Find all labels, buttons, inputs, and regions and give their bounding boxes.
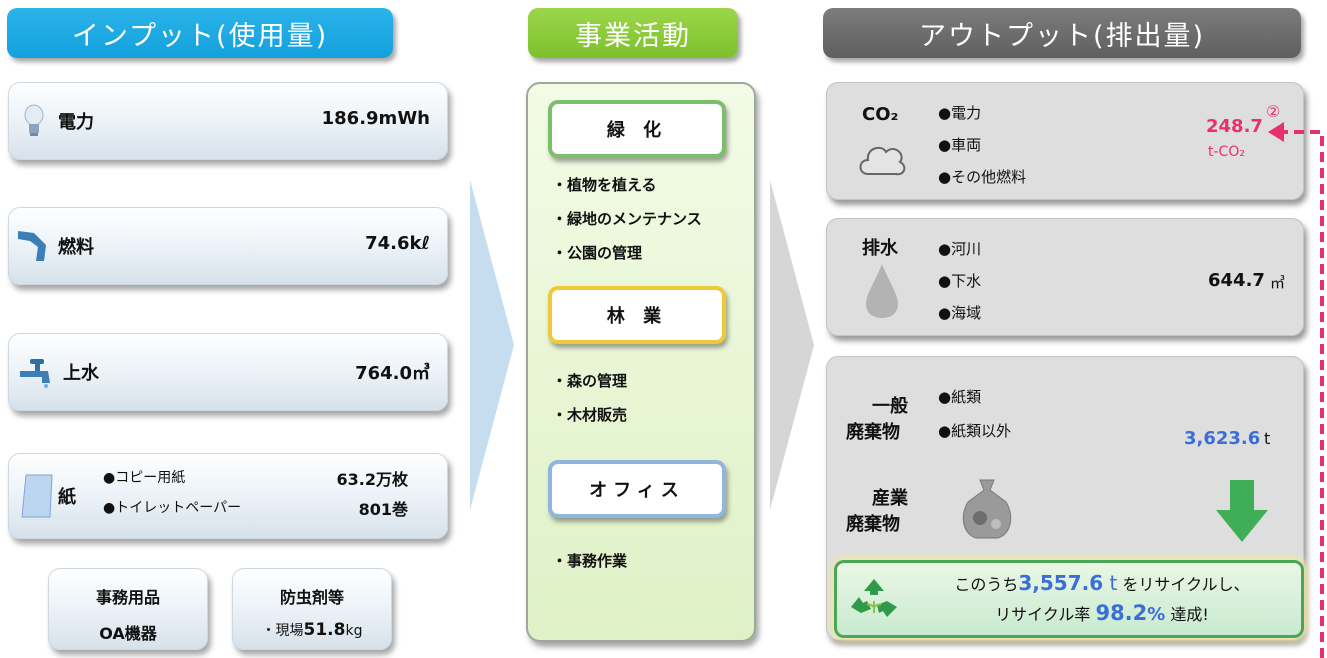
output-co2-card: CO₂ ●電力 ●車両 ●その他燃料 248.7 ② t-CO₂: [826, 82, 1304, 200]
office-supplies-line2: OA機器: [99, 624, 157, 643]
input-paper-card: 紙 ●コピー用紙 63.2万枚 ●トイレットペーパー 801巻: [8, 453, 448, 539]
water-value: 764.0㎥: [355, 363, 430, 384]
toilet-paper-label: ●トイレットペーパー: [103, 500, 242, 516]
co2-item-1: ●電力: [938, 104, 982, 122]
recycle-rate-unit: %: [1147, 604, 1166, 625]
input-header: インプット(使用量): [7, 8, 393, 58]
paper-label: 紙: [58, 487, 76, 508]
copy-paper-label: ●コピー用紙: [103, 470, 186, 486]
forestry-box: 林 業: [548, 286, 726, 344]
industrial-waste-label-2: 廃棄物: [846, 514, 900, 535]
forestry-item-2: ・木材販売: [552, 406, 628, 424]
wastewater-item-3: ●海域: [938, 304, 982, 322]
co2-item-2: ●車両: [938, 136, 982, 154]
insecticide-detail-prefix: ・現場: [261, 623, 304, 639]
greening-item-3: ・公園の管理: [552, 244, 643, 262]
co2-label: CO₂: [862, 104, 899, 125]
electricity-label: 電力: [58, 112, 94, 133]
business-panel: [526, 82, 756, 642]
water-drop-icon: [866, 264, 898, 318]
general-waste-label-2: 廃棄物: [846, 422, 900, 443]
co2-value: 248.7: [1206, 116, 1263, 137]
paper-icon: [21, 474, 53, 518]
garbage-bag-icon: [962, 479, 1012, 539]
office-supplies-line1: 事務用品: [95, 588, 160, 607]
recycle-rate: 98.2: [1095, 601, 1148, 625]
greening-box: 緑 化: [548, 100, 726, 158]
general-waste-label-1: 一般: [872, 396, 908, 417]
input-water-card: 上水 764.0㎥: [8, 333, 448, 411]
recycle-line1: このうち3,557.6 t をリサイクルし、: [907, 571, 1297, 595]
recycle-banner: このうち3,557.6 t をリサイクルし、 リサイクル率 98.2% 達成!: [834, 560, 1304, 638]
recycle-line1-prefix: このうち: [954, 575, 1019, 594]
general-waste-item-2: ●紙類以外: [938, 422, 1012, 440]
wastewater-unit: ㎥: [1270, 274, 1286, 292]
water-label: 上水: [63, 363, 99, 384]
faucet-icon: [20, 359, 50, 388]
cloud-icon: [859, 146, 906, 176]
insecticide-detail-value: 51.8: [303, 620, 346, 640]
general-waste-item-1: ●紙類: [938, 388, 982, 406]
forestry-item-1: ・森の管理: [552, 372, 628, 390]
insecticide-detail-unit: kg: [345, 623, 363, 639]
recycle-line2-suffix: 達成!: [1165, 605, 1209, 624]
input-electricity-card: 電力 186.9mWh: [8, 82, 448, 160]
flow-arrow-output: [770, 180, 814, 510]
office-item-1: ・事務作業: [552, 552, 628, 570]
recycle-line1-suffix: をリサイクルし、: [1117, 575, 1250, 594]
co2-item-3: ●その他燃料: [938, 168, 1027, 186]
output-wastewater-card: 排水 ●河川 ●下水 ●海域 644.7 ㎥: [826, 218, 1304, 336]
copy-paper-value: 63.2万枚: [336, 470, 408, 489]
recycle-line2: リサイクル率 98.2% 達成!: [907, 601, 1297, 625]
recycle-amount-unit: t: [1103, 571, 1118, 595]
fuel-nozzle-icon: [18, 231, 46, 261]
output-header: アウトプット(排出量): [823, 8, 1301, 58]
wastewater-label: 排水: [862, 238, 898, 259]
office-supplies-card: 事務用品 OA機器: [48, 568, 208, 650]
fuel-label: 燃料: [58, 237, 94, 258]
wastewater-value: 644.7: [1208, 270, 1265, 291]
down-arrow-icon: [1216, 480, 1268, 542]
flow-arrow-input: [470, 180, 514, 510]
electricity-value: 186.9mWh: [321, 108, 430, 129]
waste-unit: t: [1264, 429, 1271, 448]
business-header: 事業活動: [528, 8, 738, 58]
waste-value: 3,623.6: [1184, 428, 1261, 449]
office-box: オフィス: [548, 460, 726, 518]
greening-item-1: ・植物を植える: [552, 176, 657, 194]
input-fuel-card: 燃料 74.6kℓ: [8, 207, 448, 285]
greening-item-2: ・緑地のメンテナンス: [552, 210, 702, 228]
toilet-paper-value: 801巻: [358, 500, 408, 519]
insecticide-card: 防虫剤等 ・現場51.8kg: [232, 568, 392, 650]
fuel-value: 74.6kℓ: [365, 233, 430, 254]
wastewater-item-2: ●下水: [938, 272, 982, 290]
insecticide-detail: ・現場51.8kg: [232, 620, 392, 640]
recycle-icon: [851, 579, 897, 617]
insecticide-title: 防虫剤等: [279, 588, 344, 607]
industrial-waste-label-1: 産業: [872, 488, 908, 509]
recycle-line2-prefix: リサイクル率: [995, 605, 1096, 624]
lightbulb-icon: [24, 104, 44, 136]
dashed-link-arrow: [1268, 122, 1324, 658]
co2-marker: ②: [1266, 102, 1281, 121]
recycle-amount: 3,557.6: [1018, 571, 1104, 595]
wastewater-item-1: ●河川: [938, 240, 982, 258]
co2-unit: t-CO₂: [1208, 144, 1245, 160]
